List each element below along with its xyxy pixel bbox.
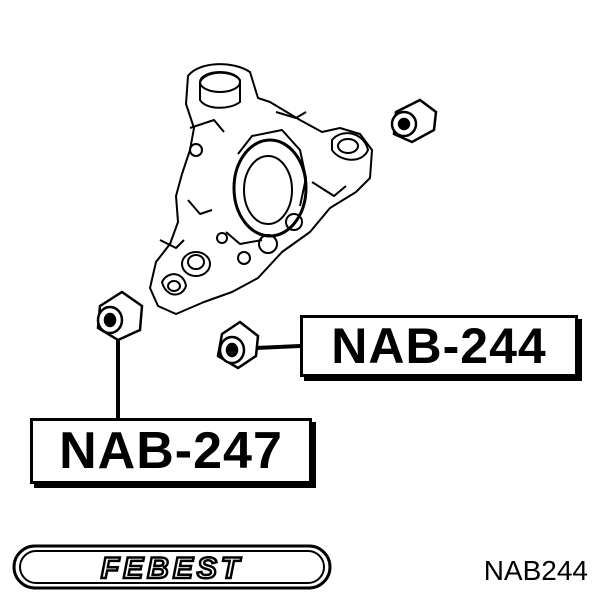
brand-name: FEBEST	[101, 552, 243, 585]
knuckle-drawing	[149, 63, 373, 315]
febest-logo: FEBEST	[12, 544, 332, 590]
part-number: NAB244	[483, 555, 588, 586]
part-label-nab-247: NAB-247	[30, 418, 312, 484]
bushing-upper-right	[390, 98, 438, 144]
bushing-nab-244	[216, 320, 260, 370]
leader-line-244	[255, 344, 301, 350]
part-label-nab-244: NAB-244	[300, 315, 578, 377]
bushing-nab-247	[96, 290, 144, 342]
